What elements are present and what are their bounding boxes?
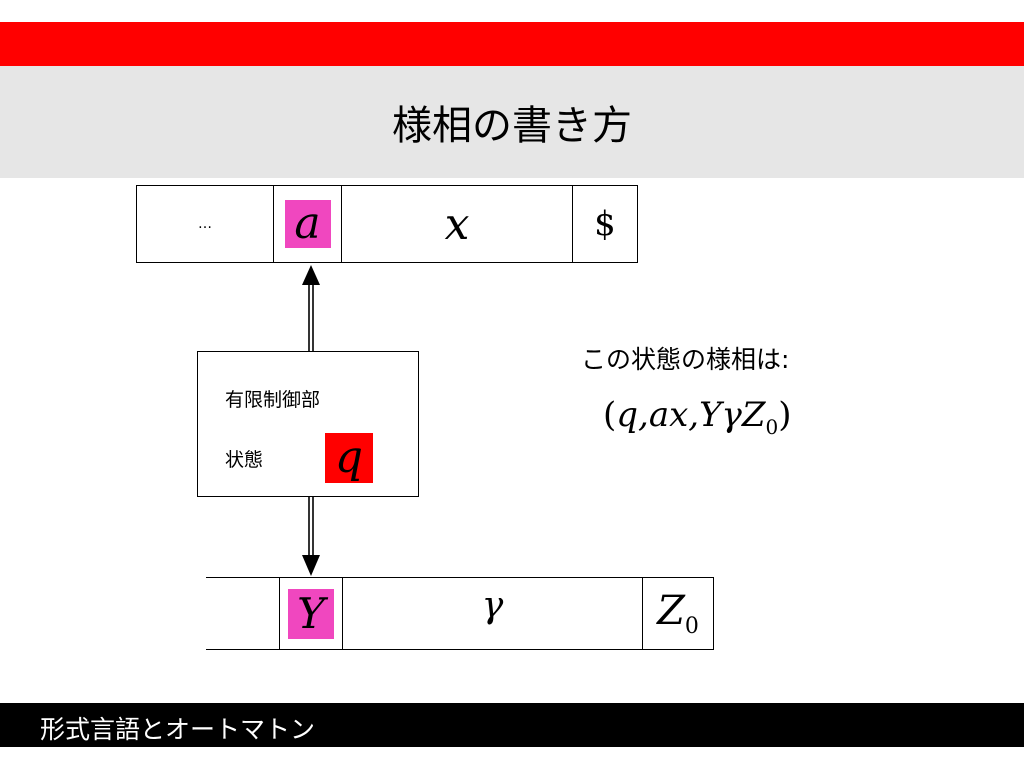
stack-cell-bottom: Z0 [643,578,713,649]
stack-bottom-letter: Z [657,588,685,634]
stack-cell-empty [206,578,279,649]
tape-cell-end: $ [573,186,637,262]
stack-middle-symbol: γ [481,585,504,626]
state-label: 状態 [225,449,264,471]
title-band: 様相の書き方 [0,66,1024,178]
tape-cell-rest: x [342,186,573,262]
input-tape: … a x $ [136,185,638,263]
tape-cell-head: a [274,186,342,262]
stack-divider [342,577,343,650]
configuration-formula: (q,ax,YγZ0) [603,395,791,439]
tape-end-marker: $ [594,204,616,244]
slide-title: 様相の書き方 [392,103,632,149]
stack-arrow-down [302,497,320,576]
tape-rest-symbol: x [444,198,470,250]
formula-subscript: 0 [765,414,779,439]
formula-body: q,ax,YγZ [616,395,766,435]
pushdown-stack: Y γ Z0 [206,577,714,651]
tape-cell-ellipsis: … [137,186,274,262]
tape-head-symbol: a [284,200,331,248]
finite-control-box: 有限制御部 状態 q [197,351,419,497]
head-arrow-up [302,265,320,351]
accent-bar [0,22,1024,66]
tape-ellipsis: … [198,216,212,232]
finite-control-label: 有限制御部 [225,389,321,411]
stack-cell-top: Y [280,578,342,649]
stack-top-symbol: Y [288,588,334,639]
formula-open-paren: ( [603,395,617,435]
stack-bottom-subscript: 0 [684,614,699,639]
stack-bottom-symbol: Z0 [657,588,699,639]
stack-divider [279,577,280,650]
stack-bottom-border [206,649,714,650]
stack-top-border [206,577,714,578]
stack-cell-middle: γ [343,578,642,649]
configuration-caption: この状態の様相は: [581,345,790,374]
footer-title: 形式言語とオートマトン [40,715,316,744]
state-symbol: q [325,433,373,483]
footer-bar: 形式言語とオートマトン [0,703,1024,747]
stack-divider [642,577,643,650]
formula-close-paren: ) [778,395,792,435]
stack-divider [713,577,714,650]
